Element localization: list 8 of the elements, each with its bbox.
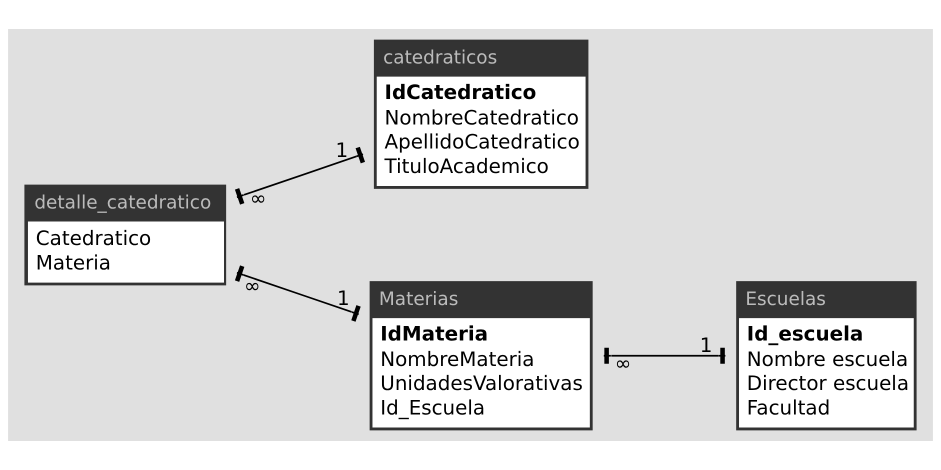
label: ∞ (250, 186, 266, 210)
label: 1 (700, 334, 712, 358)
connector (234, 146, 366, 205)
label: ∞ (244, 274, 261, 298)
label: 1 (336, 286, 350, 310)
connector (234, 265, 361, 322)
label: ∞ (614, 352, 632, 376)
label: 1 (335, 139, 348, 162)
